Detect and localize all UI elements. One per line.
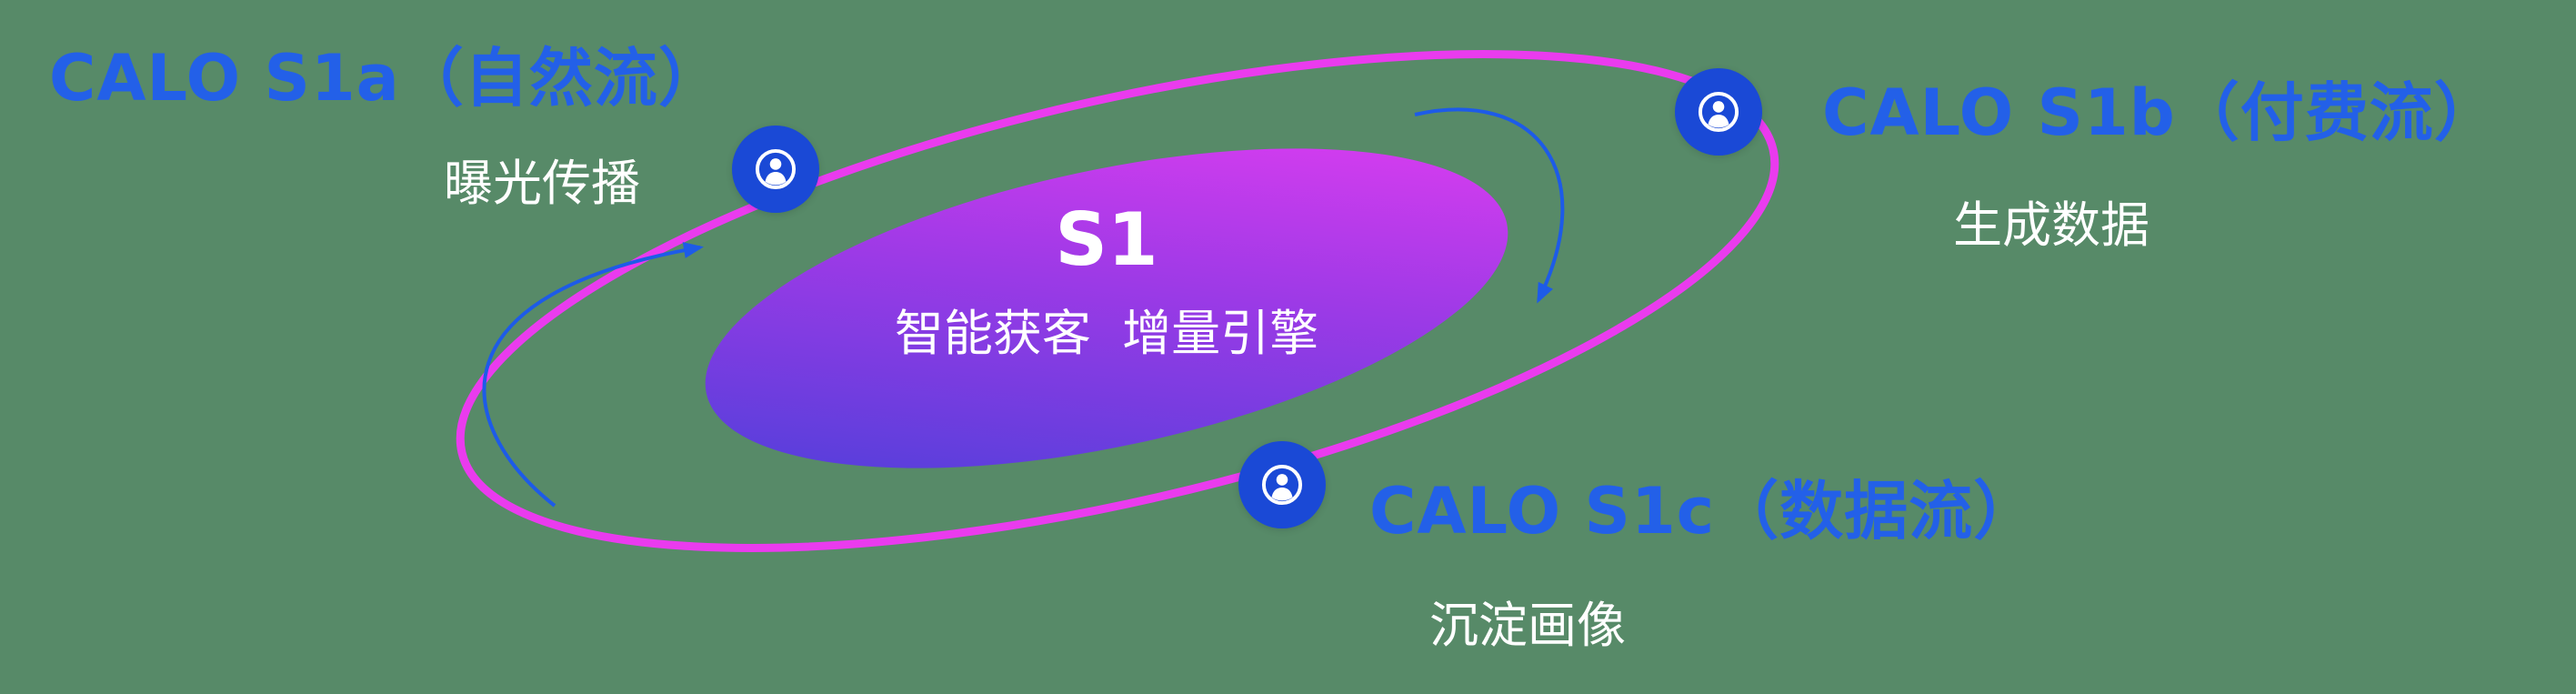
label-s1a-subtitle: 曝光传播 bbox=[444, 155, 640, 212]
user-circle-icon bbox=[1698, 91, 1739, 133]
center-subtitle: 智能获客 增量引擎 bbox=[894, 305, 1319, 362]
label-s1c-subtitle: 沉淀画像 bbox=[1429, 597, 1626, 654]
label-s1b-title: CALO S1b（付费流） bbox=[1822, 75, 2499, 150]
node-s1c bbox=[1238, 441, 1326, 528]
flow-arrow-left bbox=[482, 242, 704, 508]
node-s1a bbox=[732, 126, 819, 213]
orbit-ring bbox=[456, 50, 1779, 552]
label-s1c-title: CALO S1c（数据流） bbox=[1369, 474, 2039, 548]
label-s1b-subtitle: 生成数据 bbox=[1953, 196, 2150, 254]
label-s1a-title: CALO S1a（自然流） bbox=[49, 41, 723, 116]
user-circle-icon bbox=[1261, 464, 1303, 506]
center-ellipse bbox=[705, 148, 1509, 468]
node-s1b bbox=[1675, 68, 1762, 156]
flow-arrow-right bbox=[1414, 107, 1565, 304]
user-circle-icon bbox=[755, 148, 797, 190]
center-title: S1 bbox=[1055, 197, 1158, 282]
center-label-group: S1 智能获客 增量引擎 bbox=[707, 202, 1507, 365]
